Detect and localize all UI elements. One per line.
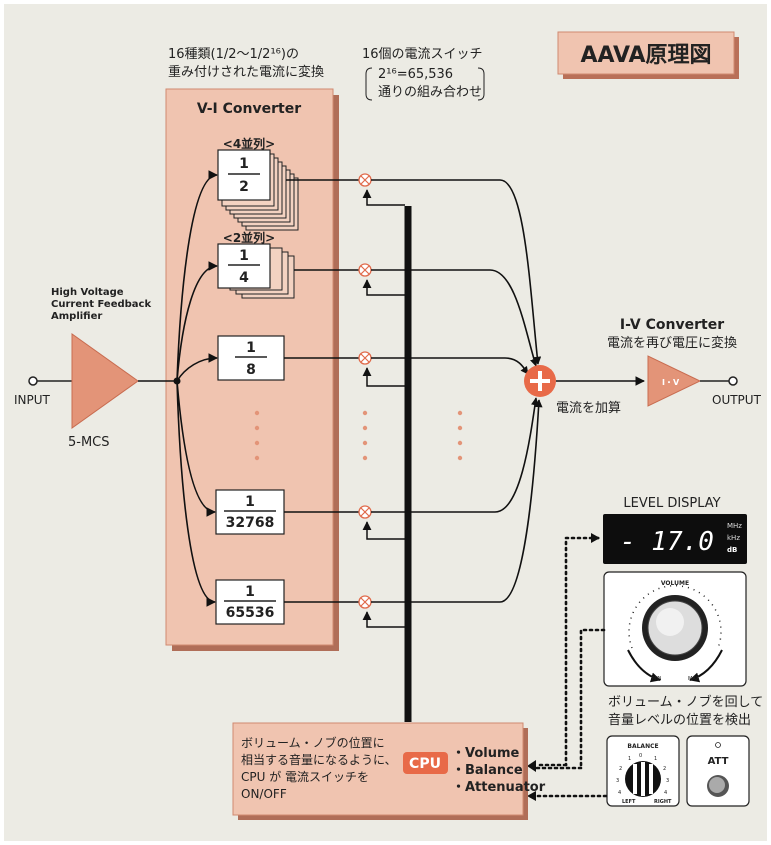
output-label: OUTPUT: [712, 393, 762, 407]
volume-label: VOLUME: [661, 580, 689, 587]
volume-caption1: ボリューム・ノブを回して: [608, 694, 763, 710]
stage-eighth-den: 8: [246, 362, 256, 378]
iv-subtitle: 電流を再び電圧に変換: [607, 335, 737, 351]
stage-half-num: 1: [239, 156, 249, 172]
background-panel: [4, 4, 767, 841]
volume-max: MAX: [688, 676, 700, 682]
balance-panel: BALANCE 0 1 1 2 2 3 3 4 4 LEFT RIGHT: [606, 735, 680, 807]
unit-khz: kHz: [727, 534, 740, 542]
level-display-title: LEVEL DISPLAY: [623, 496, 720, 511]
page-title: AAVA原理図: [580, 43, 711, 68]
switch-note-line1: 16個の電流スイッチ: [362, 47, 483, 62]
right-bracket: [477, 67, 485, 101]
fanout-wires: [138, 170, 218, 607]
fanout-node: [173, 377, 181, 385]
cpu-arrow-lower: [527, 791, 536, 801]
summing-junction: [524, 365, 556, 397]
stage-32768-den: 32768: [226, 515, 275, 531]
top-note-line2: 重み付けされた電流に変換: [168, 64, 324, 80]
balance-tick-r3: 3: [666, 778, 669, 784]
stage-65536-den: 65536: [226, 605, 275, 621]
switch-note-line2: 2¹⁶=65,536: [378, 67, 453, 82]
cpu-note4: ON/OFF: [241, 787, 287, 801]
balance-tick-center: 0: [639, 753, 642, 759]
balance-tick-r4: 4: [664, 790, 667, 796]
stage-eighth-num: 1: [246, 340, 256, 356]
volume-ccw-arrow: [627, 649, 661, 683]
level-display-value: - 17.0: [620, 527, 714, 557]
stage-box-32768: 1 32768: [215, 489, 285, 535]
stage-box-quarter: 1 4: [217, 243, 271, 289]
cpu-note3: CPU が 電流スイッチを: [241, 769, 369, 784]
iv-title: I-V Converter: [620, 317, 724, 333]
cpu-arrow-upper: [527, 760, 536, 772]
parallel4-label: <4並列>: [223, 136, 275, 151]
switch-note-line3: 通りの組み合わせ: [378, 85, 482, 100]
stage-32768-num: 1: [245, 494, 255, 510]
stage-65536-num: 1: [245, 584, 255, 600]
balance-tick-l4: 4: [618, 790, 621, 796]
stage-box-65536: 1 65536: [215, 579, 285, 625]
level-display: - 17.0 MHz kHz dB: [603, 514, 747, 564]
iv-triangle: [647, 355, 702, 407]
switch-wires: [284, 179, 405, 628]
cpu-func-volume: ・Volume: [452, 746, 520, 761]
amplifier-triangle: [71, 333, 139, 429]
balance-tick-r1: 1: [654, 756, 657, 762]
output-terminal: [700, 376, 738, 386]
volume-min: MIN: [652, 676, 662, 682]
volume-panel: VOLUME MIN MAX: [603, 571, 747, 687]
cpu-func-balance: ・Balance: [452, 763, 523, 778]
balance-left: LEFT: [622, 799, 636, 805]
display-arrow: [591, 533, 600, 543]
current-switches: [358, 173, 372, 609]
parallel2-label: <2並列>: [223, 230, 275, 245]
balance-right: RIGHT: [654, 799, 672, 805]
amp-line3: Amplifier: [51, 311, 102, 322]
balance-tick-r2: 2: [663, 766, 666, 772]
stage-box-half: 1 2: [217, 149, 271, 201]
title-box: AAVA原理図: [557, 31, 739, 79]
stage-box-eighth: 1 8: [217, 335, 285, 381]
att-label: ATT: [708, 756, 729, 767]
stage-quarter-num: 1: [239, 248, 249, 264]
balance-tick-l2: 2: [619, 766, 622, 772]
volume-caption2: 音量レベルの位置を検出: [608, 712, 751, 728]
stage-quarter-den: 4: [239, 270, 249, 286]
left-bracket: [365, 67, 373, 101]
cpu-func-attenuator: ・Attenuator: [452, 780, 546, 795]
att-panel: ATT: [686, 735, 750, 807]
iv-symbol: I・V: [662, 378, 680, 387]
amp-line2: Current Feedback: [51, 299, 151, 310]
volume-knob-highlight: [656, 608, 684, 636]
amp-line1: High Voltage: [51, 287, 124, 298]
cpu-note2: 相当する音量になるように、: [241, 752, 397, 767]
unit-mhz: MHz: [727, 522, 742, 530]
cpu-chip: [403, 752, 448, 774]
balance-tick-l3: 3: [616, 778, 619, 784]
amp-name: 5-MCS: [68, 435, 110, 450]
vi-converter-label: V-I Converter: [197, 101, 301, 117]
stage-half-den: 2: [239, 179, 249, 195]
balance-label: BALANCE: [627, 743, 658, 750]
input-label: INPUT: [14, 393, 51, 407]
sum-label: 電流を加算: [556, 401, 621, 416]
volume-cw-arrow: [689, 649, 723, 683]
ellipsis-dots: [254, 410, 463, 461]
input-terminal: [28, 376, 72, 386]
cpu-chip-label: CPU: [409, 756, 441, 772]
unit-db: dB: [727, 546, 737, 554]
cpu-box: ボリューム・ノブの位置に 相当する音量になるように、 CPU が 電流スイッチを…: [232, 722, 546, 820]
cpu-note1: ボリューム・ノブの位置に: [241, 735, 385, 750]
att-indicator: [715, 742, 721, 748]
balance-tick-l1: 1: [628, 756, 631, 762]
top-note-line1: 16種類(1/2〜1/2¹⁶)の: [168, 46, 299, 62]
